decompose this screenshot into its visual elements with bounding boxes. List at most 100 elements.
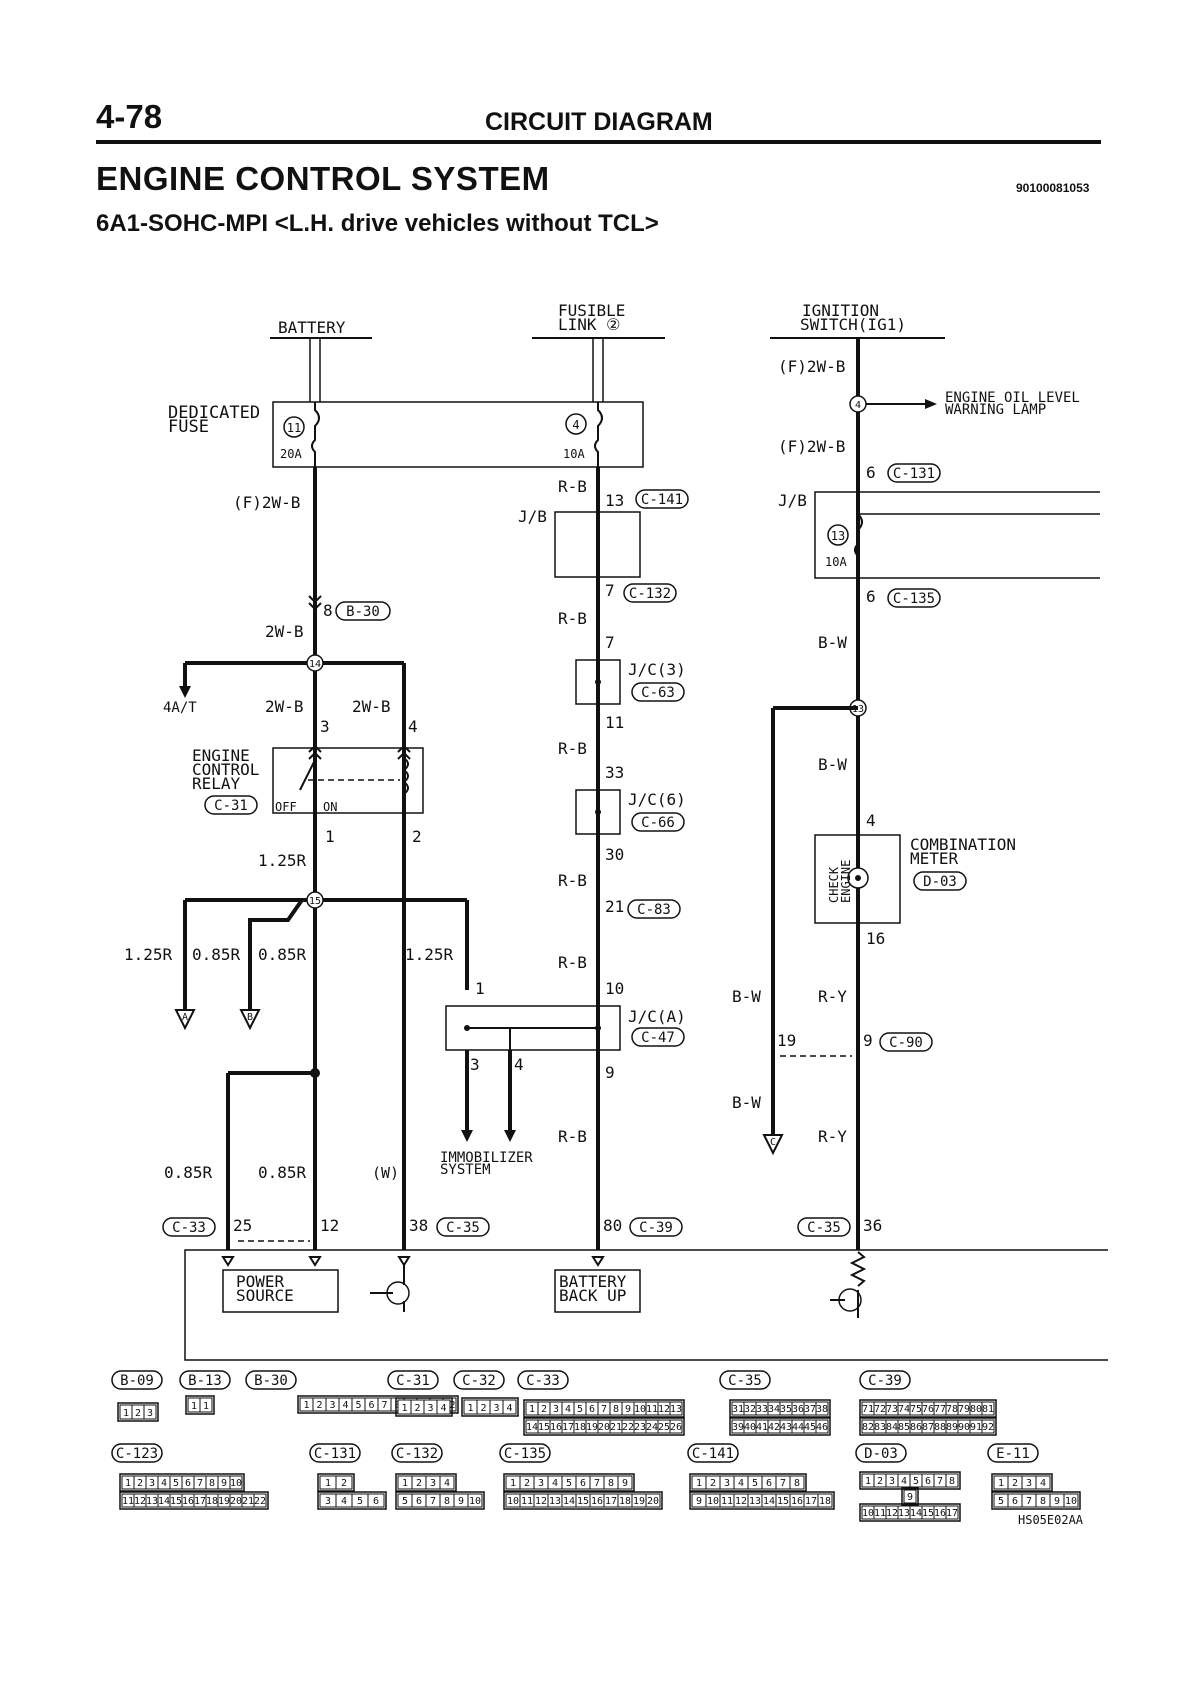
connector-pin-number: 17 bbox=[605, 1496, 617, 1507]
connector-label-text: B-30 bbox=[254, 1373, 288, 1389]
connector-label bbox=[245, 1370, 297, 1390]
svg-text:COMBINATION: COMBINATION bbox=[910, 835, 1016, 854]
connector-label bbox=[391, 1443, 443, 1463]
connector-pin bbox=[815, 1401, 829, 1416]
svg-text:C-90: C-90 bbox=[889, 1035, 923, 1051]
connector-housing bbox=[859, 1417, 997, 1436]
svg-text:CHECK: CHECK bbox=[827, 866, 841, 903]
svg-text:2W-B: 2W-B bbox=[265, 697, 304, 716]
connector-label-text: C-33 bbox=[526, 1373, 560, 1389]
connector-pin-number: 46 bbox=[816, 1422, 828, 1433]
connector-pin-number: 10 bbox=[1065, 1496, 1077, 1507]
connector-label bbox=[111, 1370, 163, 1390]
connector-pin-number: 8 bbox=[949, 1476, 955, 1487]
connector-housing bbox=[117, 1402, 159, 1422]
dedicated-fuse-box: DEDICATED FUSE 11 20A 4 10A bbox=[168, 401, 644, 468]
connector-pin-number: 9 bbox=[221, 1478, 227, 1489]
connector-pin-number: 8 bbox=[794, 1478, 800, 1489]
svg-text:R-Y: R-Y bbox=[818, 987, 847, 1006]
connector-pin-number: 7 bbox=[381, 1400, 387, 1411]
connector-pin-number: 13 bbox=[549, 1496, 561, 1507]
connector-label bbox=[687, 1443, 739, 1463]
connector-pin-number: 72 bbox=[874, 1404, 886, 1415]
connector-housing bbox=[395, 1397, 453, 1417]
connector-pin-number: 20 bbox=[230, 1496, 242, 1507]
svg-text:9: 9 bbox=[605, 1063, 615, 1082]
connector-pin-number: 44 bbox=[792, 1422, 804, 1433]
svg-text:FUSIBLE: FUSIBLE bbox=[558, 301, 625, 320]
connector-housing bbox=[689, 1473, 807, 1492]
connector-housing bbox=[317, 1491, 387, 1510]
connector-housing bbox=[395, 1491, 485, 1510]
svg-text:1.25R: 1.25R bbox=[405, 945, 454, 964]
connector-pin-number: 4 bbox=[738, 1478, 744, 1489]
svg-text:(F)2W-B: (F)2W-B bbox=[233, 493, 300, 512]
svg-text:B-W: B-W bbox=[818, 633, 847, 652]
connector-pin-number: 11 bbox=[646, 1404, 658, 1415]
connector-pin-number: 11 bbox=[122, 1496, 134, 1507]
connector-pin-number: 7 bbox=[780, 1478, 786, 1489]
connector-pin bbox=[1063, 1493, 1079, 1508]
connector-label-text: D-03 bbox=[864, 1446, 898, 1462]
svg-text:J/C(3): J/C(3) bbox=[628, 660, 686, 679]
connector-pin-number: 8 bbox=[613, 1404, 619, 1415]
connector-pin-number: 2 bbox=[877, 1476, 883, 1487]
connector-pin-number: 10 bbox=[507, 1496, 519, 1507]
connector-pin bbox=[439, 1475, 455, 1490]
connector-pin-number: 4 bbox=[341, 1496, 347, 1507]
connector-pin-number: 5 bbox=[355, 1400, 361, 1411]
section-title: CIRCUIT DIAGRAM bbox=[485, 108, 713, 136]
connector-pin-number: 74 bbox=[898, 1404, 910, 1415]
connector-pin-number: 19 bbox=[586, 1422, 598, 1433]
connector-pin bbox=[903, 1489, 917, 1504]
connector-pin-number: 86 bbox=[910, 1422, 922, 1433]
connector-pin-number: 9 bbox=[458, 1496, 464, 1507]
connector-pin-number: 6 bbox=[368, 1400, 374, 1411]
connector-pin-number: 13 bbox=[146, 1496, 158, 1507]
connector-pin bbox=[335, 1475, 353, 1490]
connector-pin-number: 14 bbox=[526, 1422, 538, 1433]
connector-pin-number: 1 bbox=[696, 1478, 702, 1489]
svg-text:OFF: OFF bbox=[275, 800, 297, 814]
svg-text:A: A bbox=[182, 1012, 188, 1023]
connector-pin-number: 14 bbox=[910, 1508, 922, 1519]
svg-text:LINK ②: LINK ② bbox=[558, 315, 621, 334]
svg-text:4: 4 bbox=[866, 811, 876, 830]
connector-pin-number: 85 bbox=[898, 1422, 910, 1433]
svg-text:1: 1 bbox=[325, 827, 335, 846]
connector-pin-number: 1 bbox=[123, 1408, 129, 1419]
connector-pin-number: 15 bbox=[170, 1496, 182, 1507]
connector-label-text: C-135 bbox=[504, 1446, 546, 1462]
connector-pin-number: 10 bbox=[230, 1478, 242, 1489]
svg-text:0.85R: 0.85R bbox=[258, 1163, 307, 1182]
connector-pin-number: 89 bbox=[946, 1422, 958, 1433]
connector-pin-number: 43 bbox=[780, 1422, 792, 1433]
connector-pin-number: 15 bbox=[777, 1496, 789, 1507]
page-number: 4-78 bbox=[96, 98, 163, 135]
connector-pin-number: 1 bbox=[998, 1478, 1004, 1489]
connector-housing bbox=[689, 1491, 835, 1510]
connector-pin-number: 84 bbox=[886, 1422, 898, 1433]
svg-text:C-131: C-131 bbox=[893, 466, 935, 482]
connector-label-text: C-131 bbox=[314, 1446, 356, 1462]
connector-pin-number: 73 bbox=[886, 1404, 898, 1415]
svg-text:R-Y: R-Y bbox=[818, 1127, 847, 1146]
svg-text:0.85R: 0.85R bbox=[164, 1163, 213, 1182]
svg-text:R-B: R-B bbox=[558, 953, 587, 972]
ignition-switch-source: IGNITION SWITCH(IG1) bbox=[770, 301, 945, 1250]
connector-housing bbox=[317, 1473, 355, 1492]
connector-pin-number: 7 bbox=[430, 1496, 436, 1507]
connector-pin-number: 1 bbox=[191, 1401, 197, 1412]
connector-pin-number: 19 bbox=[633, 1496, 645, 1507]
svg-text:25: 25 bbox=[233, 1216, 252, 1235]
connector-pin bbox=[645, 1493, 661, 1508]
connector-pin-number: 2 bbox=[541, 1404, 547, 1415]
svg-text:7: 7 bbox=[605, 633, 615, 652]
connector-pin-number: 20 bbox=[598, 1422, 610, 1433]
connector-pin bbox=[1035, 1475, 1051, 1490]
connector-pin-number: 2 bbox=[710, 1478, 716, 1489]
svg-text:80: 80 bbox=[603, 1216, 622, 1235]
svg-text:POWER: POWER bbox=[236, 1272, 285, 1291]
connector-pin bbox=[669, 1401, 683, 1416]
connector-pin-number: 12 bbox=[735, 1496, 747, 1507]
